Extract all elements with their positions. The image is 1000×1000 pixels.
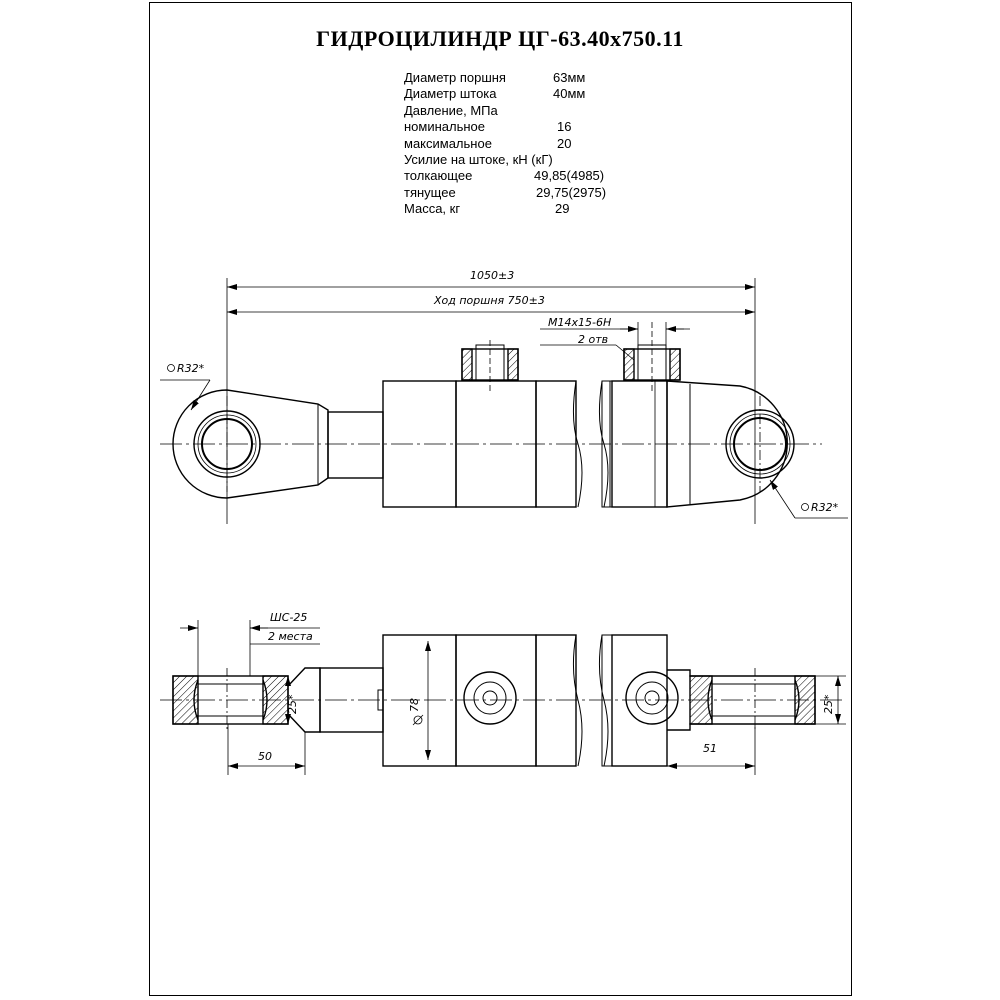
spec-label: Давление, МПа: [404, 102, 498, 118]
port-boss-left: [463, 671, 517, 725]
width-left-label: 50: [258, 750, 272, 763]
drawing-frame: [149, 2, 852, 996]
diameter-symbol-icon: [413, 715, 423, 725]
radius-left-label: R32*: [177, 362, 205, 375]
diameter-symbol-icon: [801, 503, 809, 511]
spec-label: номинальное: [404, 119, 486, 135]
piston-rod: [327, 411, 384, 479]
spec-label: толкающее: [404, 168, 473, 184]
spec-value: 20: [557, 135, 572, 151]
spec-label: Диаметр штока: [404, 86, 497, 102]
cylinder-bottom-lower: [611, 634, 668, 767]
spec-value: 29,75(2975): [536, 184, 607, 200]
diameter-label: 78: [408, 698, 421, 712]
spec-value: 40мм: [553, 86, 586, 102]
spec-label: Масса, кг: [404, 201, 461, 217]
clevis-eye-right: [666, 380, 788, 508]
spec-label: тянущее: [404, 184, 456, 200]
thread-label: М14х15-6Н: [548, 316, 611, 329]
spec-label: Диаметр поршня: [404, 70, 506, 85]
radius-right-label: R32*: [811, 501, 839, 514]
top-view: [160, 278, 822, 524]
bearing-count-label: 2 места: [268, 630, 313, 643]
drawing-title: ГИДРОЦИЛИНДР ЦГ-63.40х750.11: [316, 26, 684, 51]
eye-left-label: 25*: [286, 694, 299, 714]
top-dimensions: [160, 284, 848, 519]
overall-length-label: 1050±3: [470, 269, 514, 282]
spec-value: 29: [555, 201, 570, 217]
bottom-dimensions: [180, 620, 846, 775]
spec-label: Усилие на штоке, кН (кГ): [404, 151, 553, 167]
spec-value: 63мм: [553, 70, 586, 85]
bearing-label: ШС-25: [270, 611, 307, 624]
port-boss-right: [625, 671, 679, 725]
spec-value: 16: [557, 119, 572, 135]
diameter-symbol-icon: [167, 364, 175, 372]
spec-value: 49,85(4985): [534, 168, 605, 184]
width-right-label: 51: [703, 742, 717, 755]
eye-right-label: 25*: [822, 694, 835, 714]
spec-label: максимальное: [404, 135, 492, 151]
bottom-view: [160, 634, 845, 767]
stroke-label: Ход поршня 750±3: [433, 294, 545, 307]
thread-count-label: 2 отв: [578, 333, 608, 346]
